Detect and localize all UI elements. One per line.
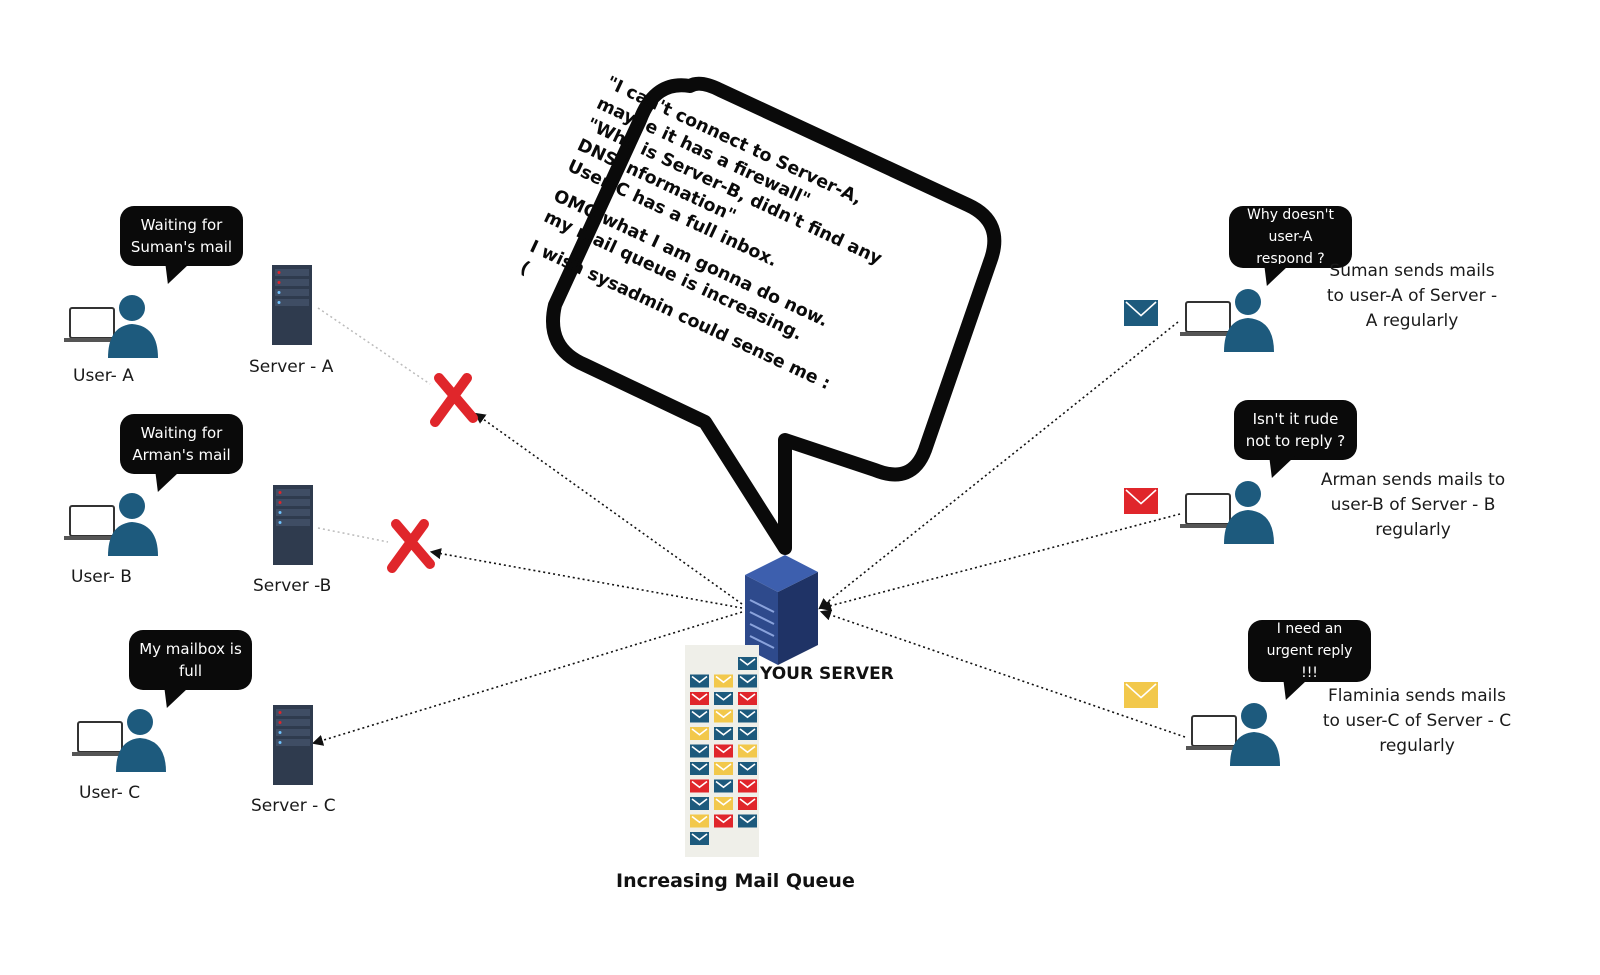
queued-envelope-icon [738, 814, 757, 828]
queued-envelope-icon [714, 692, 733, 705]
queued-envelope-icon [690, 762, 709, 775]
speech-text-user-c: My mailbox is full [139, 640, 242, 680]
queued-envelope-icon [738, 727, 757, 740]
queued-envelope-icon [714, 814, 733, 828]
queued-envelope-icon [738, 762, 757, 775]
queued-envelope-icon [714, 744, 733, 758]
queued-envelope-icon [690, 709, 709, 723]
arrow-from-suman [818, 321, 1179, 610]
queued-envelope-icon [690, 779, 709, 793]
speech-text-user-b: Waiting for Arman's mail [132, 424, 231, 464]
speech-bubble-suman: Why doesn't user-A respond ? [1229, 206, 1352, 286]
queued-envelope-icon [738, 797, 757, 810]
laptop-person-icon-arman [1179, 480, 1275, 545]
laptop-person-icon-suman [1179, 288, 1275, 353]
speech-text-user-a: Waiting for Suman's mail [130, 216, 233, 256]
speech-bubble-user-b: Waiting for Arman's mail [120, 414, 243, 492]
server-a-label: Server - A [249, 357, 334, 377]
server-rack-icon-c [273, 705, 313, 785]
thought-bubble-outline [546, 76, 1002, 555]
speech-bubble-arman: Isn't it rude not to reply ? [1234, 400, 1357, 478]
mail-queue-label: Increasing Mail Queue [616, 870, 855, 892]
envelope-icon-arman [1124, 488, 1158, 514]
link-server-b-to-your-server [317, 527, 389, 543]
laptop-person-icon-user-c [71, 708, 167, 773]
failure-mark-server-a [435, 378, 473, 422]
queued-envelope-icon [714, 709, 733, 723]
queued-envelope-icon [714, 674, 733, 688]
queued-envelope-icon [714, 727, 733, 740]
user-c-label: User- C [79, 783, 141, 803]
failure-mark-server-b [392, 524, 430, 568]
server-rack-icon-a [272, 265, 312, 345]
arrow-from-flaminia [819, 609, 1186, 738]
queued-envelope-icon [690, 692, 709, 705]
laptop-person-icon-user-a [63, 294, 159, 359]
queued-envelope-icon [690, 832, 709, 845]
arman-description: Arman sends mails to user-B of Server - … [1320, 470, 1506, 540]
laptop-person-icon-user-b [63, 492, 159, 557]
arrow-to-server-a [474, 412, 743, 605]
speech-text-flaminia: I need an urgent reply !!! [1266, 621, 1353, 681]
server-c-label: Server - C [251, 796, 336, 816]
queued-envelope-icon [738, 692, 757, 705]
laptop-person-icon-flaminia [1185, 702, 1281, 767]
server-rack-icon-b [273, 485, 313, 565]
queued-envelope-icon [690, 744, 709, 758]
arrow-to-server-b [429, 548, 743, 609]
speech-text-arman: Isn't it rude not to reply ? [1245, 410, 1346, 450]
link-server-a-to-your-server [317, 307, 431, 385]
queued-envelope-icon [690, 674, 709, 688]
queued-envelope-icon [690, 797, 709, 810]
server-b-label: Server -B [253, 576, 332, 596]
envelope-icon-suman [1124, 300, 1158, 326]
speech-text-suman: Why doesn't user-A respond ? [1246, 207, 1335, 267]
speech-bubble-user-a: Waiting for Suman's mail [120, 206, 243, 284]
arrow-from-arman [819, 513, 1181, 612]
arrow-to-server-c [311, 611, 743, 746]
flaminia-description: Flaminia sends mails to user-C of Server… [1322, 686, 1512, 756]
queued-envelope-icon [714, 779, 733, 793]
suman-description: Suman sends mails to user-A of Server - … [1326, 261, 1498, 331]
speech-bubble-flaminia: I need an urgent reply !!! [1248, 620, 1371, 700]
queued-envelope-icon [738, 779, 757, 793]
queued-envelope-icon [690, 727, 709, 740]
user-a-label: User- A [73, 366, 134, 386]
queued-envelope-icon [738, 657, 757, 670]
queued-envelope-icon [738, 674, 757, 688]
queued-envelope-icon [714, 797, 733, 810]
queued-envelope-icon [738, 709, 757, 723]
queued-envelope-icon [714, 762, 733, 775]
queued-envelope-icon [690, 814, 709, 828]
mail-queue-envelopes [690, 657, 757, 845]
queued-envelope-icon [738, 744, 757, 758]
speech-bubble-user-c: My mailbox is full [129, 630, 252, 708]
envelope-icon-flaminia [1124, 682, 1158, 708]
your-server-icon [745, 555, 818, 665]
your-server-label: YOUR SERVER [760, 664, 894, 684]
user-b-label: User- B [71, 567, 132, 587]
